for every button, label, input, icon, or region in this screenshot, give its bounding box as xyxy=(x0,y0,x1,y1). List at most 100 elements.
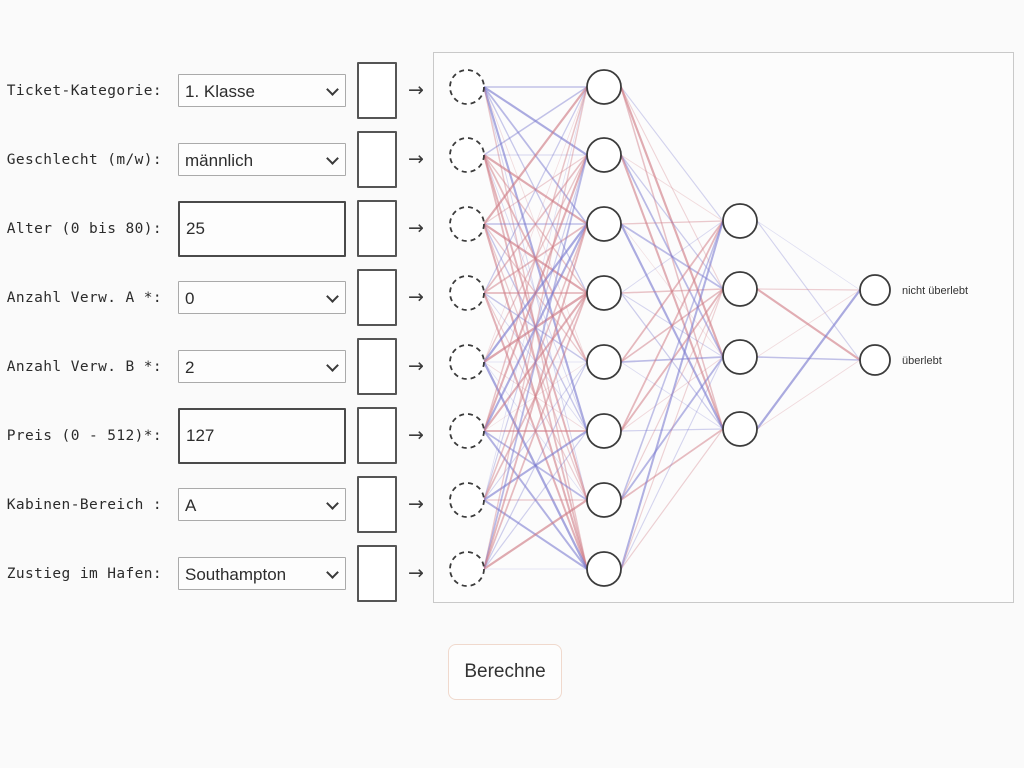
label-zustieg-hafen: Zustieg im Hafen: xyxy=(6,565,162,582)
network-node-input-7 xyxy=(449,482,485,518)
output-label-1: nicht überlebt xyxy=(902,285,968,297)
select-geschlecht[interactable]: männlichweiblich xyxy=(178,143,346,176)
network-edge xyxy=(483,430,588,570)
network-nodes xyxy=(449,69,891,587)
network-edge xyxy=(483,154,588,294)
network-node-hidden2-3 xyxy=(722,339,758,375)
network-node-hidden2-1 xyxy=(722,203,758,239)
network-edge xyxy=(483,499,588,570)
field-wrap-kabinen-bereich: ABCDEFG xyxy=(178,488,346,521)
network-edge xyxy=(620,288,724,570)
network-edge xyxy=(483,86,588,570)
select-anzahl-verw-b[interactable]: 0123456 xyxy=(178,350,346,383)
network-node-input-6 xyxy=(449,413,485,449)
result-box-ticket-kategorie xyxy=(357,62,397,119)
select-kabinen-bereich[interactable]: ABCDEFG xyxy=(178,488,346,521)
select-anzahl-verw-a[interactable]: 012345678 xyxy=(178,281,346,314)
network-edge xyxy=(483,86,588,432)
result-box-zustieg-hafen xyxy=(357,545,397,602)
network-node-input-1 xyxy=(449,69,485,105)
network-edge xyxy=(756,289,861,430)
form-row: Anzahl Verw. A *:012345678→ xyxy=(0,263,430,332)
network-node-hidden1-6 xyxy=(586,413,622,449)
network-edge xyxy=(620,220,724,432)
network-node-hidden1-7 xyxy=(586,482,622,518)
result-box-anzahl-verw-b xyxy=(357,338,397,395)
network-edge xyxy=(620,220,724,501)
network-node-output-2 xyxy=(859,344,891,376)
network-node-hidden1-3 xyxy=(586,206,622,242)
form-row: Zustieg im Hafen: SouthamptonCherbourgQue… xyxy=(0,539,430,608)
network-edge xyxy=(620,428,724,570)
form-row: Kabinen-Bereich : ABCDEFG → xyxy=(0,470,430,539)
network-node-hidden1-5 xyxy=(586,344,622,380)
network-edge xyxy=(483,86,588,225)
network-edge xyxy=(620,220,724,225)
network-edge xyxy=(483,430,588,570)
network-edge xyxy=(620,86,724,222)
network-edge xyxy=(620,356,724,501)
network-edge xyxy=(483,154,588,570)
network-edge xyxy=(483,154,588,501)
select-ticket-kategorie[interactable]: 1. Klasse2. Klasse3. Klasse xyxy=(178,74,346,107)
network-edge xyxy=(483,86,588,501)
result-box-anzahl-verw-a xyxy=(357,269,397,326)
network-edge xyxy=(483,361,588,570)
network-output-labels: nicht überlebt überlebt xyxy=(902,285,968,367)
network-edge xyxy=(483,292,588,570)
network-edge xyxy=(620,356,724,570)
neural-network-diagram: nicht überlebt überlebt xyxy=(449,69,968,587)
network-node-hidden1-2 xyxy=(586,137,622,173)
network-edge xyxy=(620,86,724,430)
network-edge xyxy=(483,430,588,501)
output-label-2: überlebt xyxy=(902,355,942,367)
network-edge xyxy=(483,86,588,363)
network-node-hidden1-1 xyxy=(586,69,622,105)
result-box-geschlecht xyxy=(357,131,397,188)
neural-network-panel: nicht überlebt überlebt xyxy=(433,52,1014,603)
network-node-input-4 xyxy=(449,275,485,311)
result-box-alter xyxy=(357,200,397,257)
form-row: Anzahl Verw. B *: 0123456 → xyxy=(0,332,430,401)
network-node-hidden1-4 xyxy=(586,275,622,311)
arrow-right-icon: → xyxy=(408,493,424,515)
network-edge xyxy=(483,154,588,225)
network-edge xyxy=(620,154,724,290)
label-anzahl-verw-a: Anzahl Verw. A *: xyxy=(6,289,162,306)
label-geschlecht: Geschlecht (m/w): xyxy=(6,151,162,168)
arrow-right-icon: → xyxy=(408,217,424,239)
input-preis[interactable] xyxy=(178,407,346,464)
network-edge xyxy=(756,288,861,291)
network-edge xyxy=(756,359,861,430)
select-zustieg-hafen[interactable]: SouthamptonCherbourgQueenstown xyxy=(178,557,346,590)
network-edge xyxy=(620,154,724,222)
network-edge xyxy=(483,223,588,432)
arrow-right-icon: → xyxy=(408,562,424,584)
network-edge xyxy=(756,289,861,358)
berechne-button[interactable]: Berechne xyxy=(448,644,562,700)
field-wrap-ticket-kategorie: 1. Klasse2. Klasse3. Klasse xyxy=(178,74,346,107)
input-alter[interactable] xyxy=(178,200,346,257)
network-edge xyxy=(620,220,724,294)
form-row: Ticket-Kategorie:1. Klasse2. Klasse3. Kl… xyxy=(0,56,430,125)
network-edge xyxy=(756,220,861,361)
network-edge xyxy=(483,154,588,225)
network-edge xyxy=(756,288,861,361)
field-wrap-geschlecht: männlichweiblich xyxy=(178,143,346,176)
network-edges xyxy=(482,86,861,570)
arrow-right-icon: → xyxy=(408,79,424,101)
arrow-right-icon: → xyxy=(408,424,424,446)
label-kabinen-bereich: Kabinen-Bereich : xyxy=(6,496,162,513)
field-wrap-preis xyxy=(178,407,346,464)
network-edge xyxy=(483,154,588,363)
field-wrap-zustieg-hafen: SouthamptonCherbourgQueenstown xyxy=(178,557,346,590)
result-box-kabinen-bereich xyxy=(357,476,397,533)
network-edge xyxy=(483,86,588,156)
field-wrap-anzahl-verw-b: 0123456 xyxy=(178,350,346,383)
input-form: Ticket-Kategorie:1. Klasse2. Klasse3. Kl… xyxy=(0,56,430,608)
label-anzahl-verw-b: Anzahl Verw. B *: xyxy=(6,358,162,375)
result-box-preis xyxy=(357,407,397,464)
arrow-right-icon: → xyxy=(408,355,424,377)
field-wrap-alter xyxy=(178,200,346,257)
